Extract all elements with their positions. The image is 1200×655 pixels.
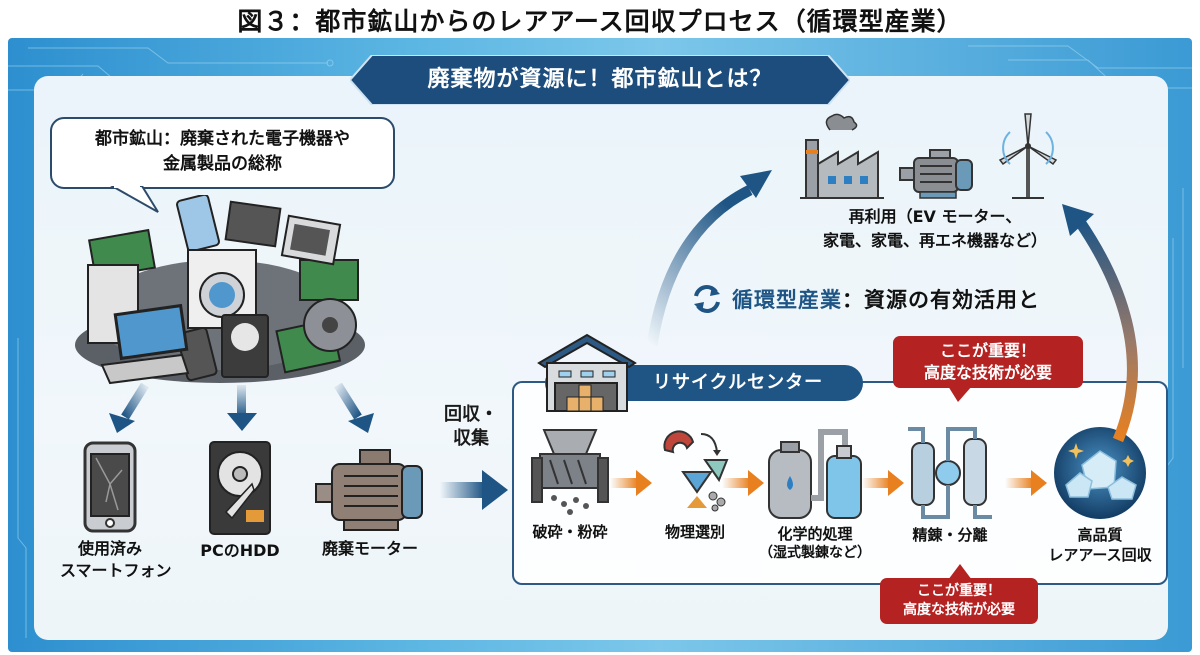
step-sublabel: レアアース回収	[1048, 546, 1152, 564]
note-line-2: 高度な技術が必要	[903, 602, 1015, 618]
step-sublabel: （湿式製錬など）	[759, 545, 871, 561]
reuse-label: 再利用（EV モーター、 家電、家電、再エネ機器など）	[780, 205, 1090, 253]
step-crushing: 破砕・粉砕	[515, 428, 625, 542]
e-waste-pile-illustration	[75, 195, 365, 385]
note-top-pointer	[948, 386, 972, 402]
circular-industry-keyword: 循環型産業	[732, 288, 842, 312]
distillation-column-icon	[908, 427, 992, 519]
step-label: 破砕・粉砕	[532, 523, 608, 541]
source-hdd: PCのHDD	[185, 440, 295, 562]
reuse-icons	[800, 113, 1058, 199]
shredder-icon	[531, 429, 609, 515]
source-label-line-1: PCのHDD	[200, 541, 280, 560]
bubble-tail	[110, 186, 159, 213]
down-arrow-hdd	[227, 385, 257, 431]
process-arrow-3	[862, 470, 904, 496]
important-note-top: ここが重要！ 高度な技術が必要	[893, 336, 1083, 388]
source-label-line-1: 廃棄モーター	[321, 539, 418, 558]
note-line-1: ここが重要！	[939, 341, 1036, 360]
note-bottom-pointer	[948, 564, 972, 580]
circular-industry-description: ：資源の有効活用と	[842, 288, 1040, 312]
chemical-tank-icon	[768, 429, 862, 519]
collection-arrow	[440, 470, 508, 510]
step-physical-sorting: 物理選別	[640, 428, 750, 542]
circular-industry-statement: 循環型産業 ：資源の有効活用と	[690, 282, 1040, 316]
step-chemical-treatment: 化学的処理 （湿式製錬など）	[750, 428, 880, 563]
process-arrow-4	[1005, 470, 1047, 496]
source-label-line-1: 使用済み	[77, 539, 142, 558]
note-line-1: ここが重要！	[917, 583, 1001, 599]
recycle-center-label: リサイクルセンター	[653, 372, 824, 393]
important-note-bottom: ここが重要！ 高度な技術が必要	[880, 578, 1038, 624]
process-arrow-2	[722, 470, 764, 496]
step-refining: 精錬・分離	[895, 425, 1005, 545]
step-label: 精錬・分離	[912, 526, 988, 544]
collection-label: 回収・ 収集	[436, 403, 506, 451]
banner-text: 廃棄物が資源に！都市鉱山とは？	[427, 67, 773, 92]
source-smartphone: 使用済み スマートフォン	[60, 440, 172, 582]
wind-turbine-icon	[998, 113, 1058, 199]
process-arrow-1	[610, 470, 652, 496]
cycle-arrows-icon	[694, 285, 720, 313]
broken-smartphone-icon	[83, 441, 137, 533]
headline-banner: 廃棄物が資源に！都市鉱山とは？	[350, 55, 850, 105]
banner-shape	[350, 55, 850, 105]
collection-line-2: 収集	[453, 428, 489, 449]
electric-motor-icon	[899, 149, 973, 199]
collection-line-1: 回収・	[444, 404, 498, 425]
source-label-line-2: スマートフォン	[60, 561, 172, 580]
step-label: 物理選別	[664, 523, 725, 541]
definition-speech-bubble: 都市鉱山：廃棄された電子機器や 金属製品の総称	[50, 117, 395, 189]
hard-disk-drive-icon	[209, 441, 271, 535]
reuse-line-2: 家電、家電、再エネ機器など）	[822, 231, 1047, 250]
step-label: 高品質	[1077, 526, 1123, 544]
magnet-separation-icon	[663, 430, 729, 512]
step-label: 化学的処理	[777, 525, 853, 543]
definition-line-1: 都市鉱山：廃棄された電子機器や	[95, 129, 350, 149]
factory-icon	[800, 113, 884, 199]
rusty-motor-icon	[315, 449, 423, 531]
down-arrow-motor	[334, 383, 374, 433]
note-line-2: 高度な技術が必要	[923, 363, 1052, 382]
down-arrow-smartphone	[109, 383, 149, 433]
reuse-line-1: 再利用（EV モーター、	[848, 207, 1022, 226]
definition-line-2: 金属製品の総称	[163, 154, 282, 174]
rare-earth-crystal-icon	[1054, 427, 1146, 519]
warehouse-icon	[537, 333, 637, 412]
figure-title: 図３：都市鉱山からのレアアース回収プロセス（循環型産業）	[237, 7, 963, 36]
source-motor: 廃棄モーター	[310, 448, 430, 560]
step-rare-earth-recovery: 高品質 レアアース回収	[1035, 425, 1165, 565]
